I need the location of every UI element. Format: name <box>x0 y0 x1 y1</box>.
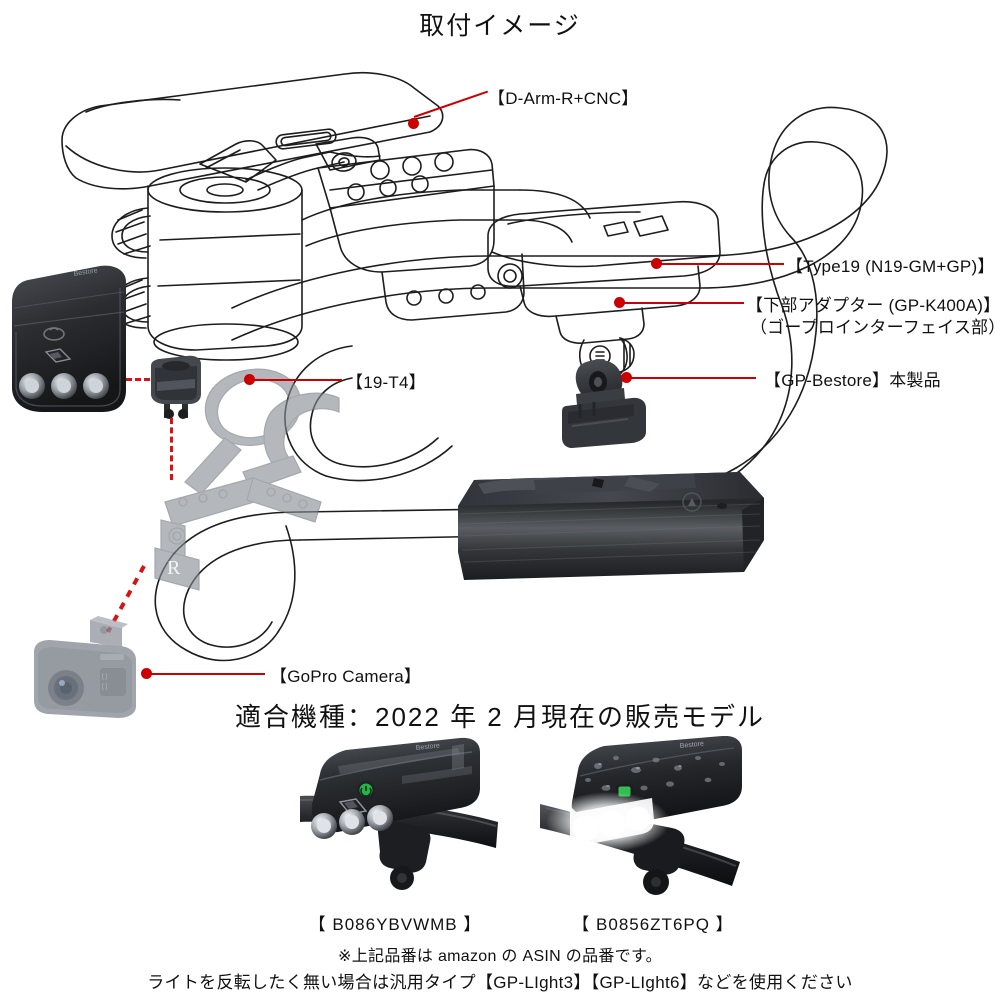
page-title: 取付イメージ <box>419 12 581 40</box>
svg-text:Bestore: Bestore <box>679 740 704 749</box>
leader-line-type19 <box>658 263 784 265</box>
bracket-assembly-19t4-photo: R <box>154 368 340 591</box>
gp-bestore-adapter-photo <box>562 359 646 448</box>
label-d-arm: 【D-Arm-R+CNC】 <box>488 89 639 108</box>
asin-caption-right: 【 B0856ZT6PQ 】 <box>572 915 734 934</box>
leader-line-bestore <box>628 377 756 379</box>
leader-line-adapter <box>620 302 744 304</box>
svg-text:R: R <box>167 557 181 579</box>
label-bestore: 【GP-Bestore】本製品 <box>764 371 941 390</box>
label-gopro: 【GoPro Camera】 <box>270 667 422 686</box>
asin-caption-left: 【 B086YBVWMB 】 <box>308 915 482 934</box>
light-mount-clip-photo <box>151 355 201 419</box>
product-photo-b0856zt6pq: Bestore <box>540 736 742 895</box>
leader-dot-19t4 <box>244 374 255 385</box>
leader-dot-bestore <box>621 372 632 383</box>
leader-dot-gopro <box>141 668 152 679</box>
svg-text:[ ]: [ ] <box>102 684 107 690</box>
label-19t4: 【19-T4】 <box>346 373 426 392</box>
label-adapter: 【下部アダプター (GP-K400A)】 <box>746 296 1000 315</box>
leader-dot-type19 <box>651 258 662 269</box>
leader-dot-adapter <box>614 297 625 308</box>
leader-line-gopro <box>147 673 265 675</box>
compat-heading: 適合機種：2022 年 2 月現在の販売モデル <box>235 702 765 732</box>
leader-dot-d-arm <box>408 118 419 129</box>
svg-text:Bestore: Bestore <box>415 742 440 751</box>
label-adapter-sub: （ゴープロインターフェイス部） <box>750 318 1000 337</box>
light-3led-exploded-photo: Bestore <box>12 265 126 412</box>
label-type19: 【Type19 (N19-GM+GP)】 <box>786 257 995 276</box>
dash-connector-light-to-clip <box>126 378 150 381</box>
svg-text:[ ]: [ ] <box>102 674 107 680</box>
svg-text:Bestore: Bestore <box>73 267 98 278</box>
leader-line-19t4 <box>250 379 342 381</box>
installation-line-drawing <box>61 71 888 662</box>
footnote-asin: ※上記品番は amazon の ASIN の品番です。 <box>338 948 662 965</box>
gopro-camera-photo: [ ] [ ] <box>34 616 136 718</box>
light-body-battery-photo <box>458 472 764 580</box>
dash-connector-clip-to-bracket <box>170 418 173 480</box>
product-photo-b086ybvwmb: Bestore <box>299 737 498 890</box>
footnote-generic-types: ライトを反転したく無い場合は汎用タイプ【GP-LIght3】【GP-LIght6… <box>147 973 853 992</box>
